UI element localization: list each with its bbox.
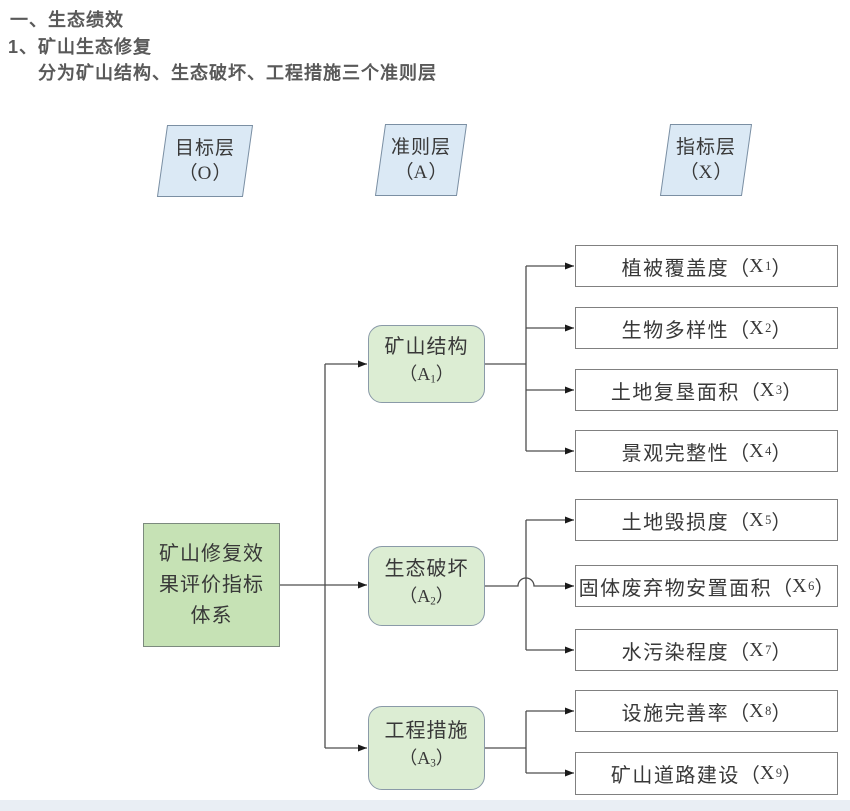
- bottom-separator-band: [0, 800, 850, 811]
- layer-code: X: [698, 162, 714, 183]
- layer-code: A: [413, 162, 429, 183]
- indicator-label: 景观完整性: [621, 442, 730, 465]
- criteria-box-a2: 生态破坏 （A2）: [368, 546, 485, 626]
- goal-label: 矿山修复效果评价指标体系: [159, 542, 264, 627]
- criteria-label: 工程措施: [384, 720, 469, 743]
- criteria-label: 生态破坏: [384, 558, 469, 581]
- indicator-label: 矿山道路建设: [610, 765, 740, 787]
- sub-heading: 1、矿山生态修复: [8, 37, 153, 57]
- description-text: 分为矿山结构、生态破坏、工程措施三个准则层: [38, 63, 437, 83]
- section-heading: 一、生态绩效: [10, 10, 124, 30]
- indicator-label: 设施完善率: [621, 702, 730, 725]
- indicator-label: 土地复垦面积: [610, 381, 740, 404]
- indicator-label: 固体废弃物安置面积: [578, 577, 773, 600]
- indicator-label: 土地毁损度: [621, 511, 730, 534]
- criteria-label: 矿山结构: [384, 336, 469, 359]
- layer-title: 准则层: [390, 137, 451, 158]
- goal-box: 矿山修复效果评价指标体系: [143, 523, 280, 647]
- connector-a2-to-x6: [485, 577, 574, 590]
- layer-code: O: [197, 163, 213, 184]
- layer-title: 指标层: [675, 137, 736, 158]
- indicator-label: 水污染程度: [621, 641, 730, 664]
- criteria-box-a1: 矿山结构 （A1）: [368, 325, 485, 403]
- indicator-label: 生物多样性: [621, 319, 730, 342]
- layer-title: 目标层: [174, 138, 235, 159]
- layer-header-indicator: 指标层 （X）: [659, 124, 753, 196]
- indicator-label: 植被覆盖度: [621, 257, 730, 280]
- layer-header-objective: 目标层 （O）: [156, 125, 254, 197]
- layer-header-criteria: 准则层 （A）: [374, 124, 468, 196]
- criteria-box-a3: 工程措施 （A3）: [368, 706, 485, 790]
